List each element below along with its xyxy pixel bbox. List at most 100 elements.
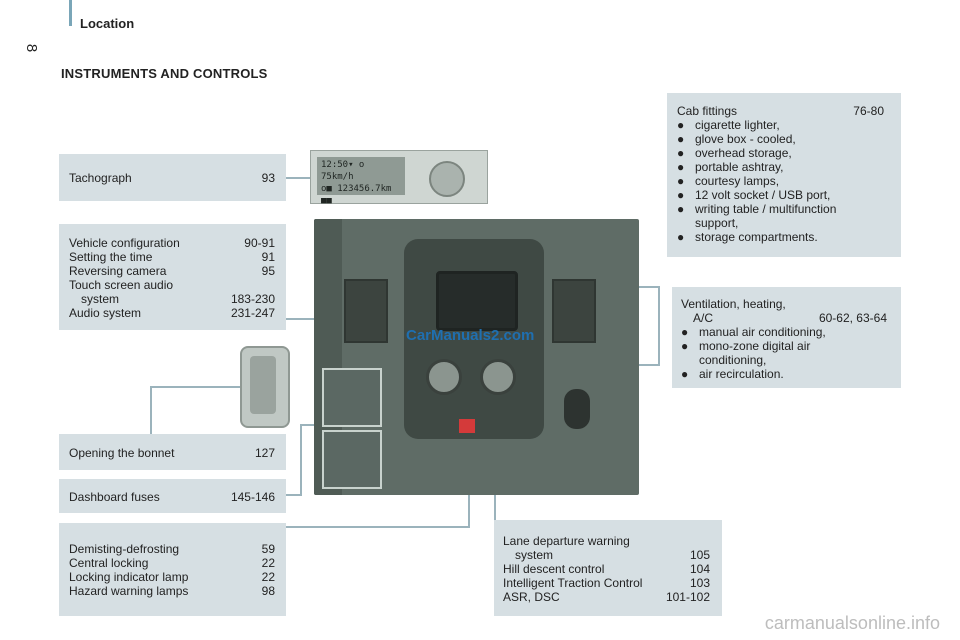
- ref-label: Audio system: [69, 306, 142, 320]
- bullet-text: air recirculation.: [699, 367, 784, 381]
- bullet-dot-icon: ●: [677, 230, 685, 244]
- page-number: 8: [23, 43, 40, 53]
- ref-label: Vehicle configuration: [69, 236, 180, 250]
- bullet-spacer: [677, 216, 695, 230]
- ref-row: Cab fittings 76-80: [677, 104, 884, 118]
- bullet-text: mono-zone digital air: [699, 339, 811, 353]
- ref-page: 183-230: [230, 292, 275, 306]
- bullet-text: manual air conditioning,: [699, 325, 826, 339]
- bullet-dot-icon: ●: [681, 367, 689, 381]
- tachograph-dial-icon: [429, 161, 465, 197]
- tachograph-line-1: 12:50▾ o 75km/h: [321, 160, 365, 182]
- tachograph-display: 12:50▾ o 75km/h o■ 123456.7km ■■: [317, 157, 405, 206]
- ref-label: Central locking: [69, 556, 149, 570]
- ref-page: 22: [261, 556, 275, 570]
- image-watermark: CarManuals2.com: [406, 327, 535, 344]
- bullet-item-continued: conditioning,: [681, 353, 887, 367]
- ref-label: Cab fittings: [677, 104, 738, 118]
- ref-label: Setting the time: [69, 250, 153, 264]
- bullet-text: glove box - cooled,: [695, 132, 796, 146]
- box-cab-fittings: Cab fittings 76-80 ●cigarette lighter, ● g…: [667, 93, 901, 257]
- ref-row: Dashboard fuses 145-146: [69, 490, 275, 504]
- ref-page: 91: [261, 250, 275, 264]
- bullet-dot-icon: ●: [677, 174, 685, 188]
- bullet-text: storage compartments.: [695, 230, 818, 244]
- bullet-item: ● courtesy lamps,: [677, 174, 884, 188]
- bullet-dot-icon: ●: [677, 188, 685, 202]
- ref-label: Locking indicator lamp: [69, 570, 189, 584]
- ref-page: 101-102: [665, 590, 710, 604]
- ref-row: Intelligent Traction Control 103: [503, 576, 710, 590]
- switch-panel-lower: [322, 430, 382, 489]
- ref-page: 98: [261, 584, 275, 598]
- bonnet-handle: [250, 356, 276, 414]
- bullet-item: ●12 volt socket / USB port,: [677, 188, 884, 202]
- right-air-vent: [552, 279, 596, 343]
- ref-label: Demisting-defrosting: [69, 542, 180, 556]
- ref-page: 93: [261, 171, 275, 185]
- ref-page: 231-247: [230, 306, 275, 320]
- ref-page: 59: [261, 542, 275, 556]
- ref-row: Setting the time 91: [69, 250, 275, 264]
- heating-knob-left: [426, 359, 462, 395]
- ref-row: Vehicle configuration 90-91: [69, 236, 275, 250]
- bullet-item: ● glove box - cooled,: [677, 132, 884, 146]
- ref-page: 103: [689, 576, 710, 590]
- hazard-button-icon: [459, 419, 475, 433]
- bullet-item: ●cigarette lighter,: [677, 118, 884, 132]
- bonnet-release-image: [240, 346, 290, 428]
- ref-label: ASR, DSC: [503, 590, 560, 604]
- ref-page: 60-62, 63-64: [818, 311, 887, 325]
- ref-row: Reversing camera 95: [69, 264, 275, 278]
- bullet-item: ● manual air conditioning,: [681, 325, 887, 339]
- bullet-dot-icon: ●: [677, 132, 685, 146]
- tachograph-image: 12:50▾ o 75km/h o■ 123456.7km ■■: [310, 150, 488, 206]
- bullet-item: ●writing table / multifunction: [677, 202, 884, 216]
- ref-row: Lane departure warning: [503, 534, 710, 548]
- ref-page: 104: [689, 562, 710, 576]
- bullet-dot-icon: ●: [681, 325, 689, 339]
- leader-tachograph: [286, 177, 310, 179]
- bullet-dot-icon: ●: [677, 146, 685, 160]
- ref-label: Lane departure warning: [503, 534, 630, 548]
- box-vehicle: Vehicle configuration 90-91 Setting the t…: [59, 224, 286, 330]
- ref-label: Opening the bonnet: [69, 446, 175, 460]
- ref-label: Intelligent Traction Control: [503, 576, 643, 590]
- bullet-text: writing table / multifunction: [695, 202, 837, 216]
- ref-row: Tachograph 93: [69, 171, 275, 185]
- bullet-text: overhead storage,: [695, 146, 792, 160]
- ref-page: 95: [261, 264, 275, 278]
- ref-label: system: [515, 548, 554, 562]
- ventilation-heading: Ventilation, heating,: [681, 297, 786, 311]
- bullet-dot-icon: ●: [681, 339, 689, 353]
- touch-screen: [436, 271, 518, 331]
- box-demisting: Demisting-defrosting 59 Central locking 22…: [59, 523, 286, 616]
- ref-label: system: [81, 292, 120, 306]
- ref-row: Audio system 231-247: [69, 306, 275, 320]
- bullet-text: courtesy lamps,: [695, 174, 780, 188]
- leader-vent-v: [658, 286, 660, 364]
- ref-label: Hazard warning lamps: [69, 584, 189, 598]
- leader-fuses-h2: [300, 424, 324, 426]
- ref-page: 90-91: [244, 236, 275, 250]
- box-tachograph: Tachograph 93: [59, 154, 286, 201]
- bullet-item-continued: support,: [677, 216, 884, 230]
- bullet-item: ● mono-zone digital air: [681, 339, 887, 353]
- bullet-text: portable ashtray,: [695, 160, 784, 174]
- leader-demist-h: [286, 526, 470, 528]
- heating-knob-right: [480, 359, 516, 395]
- ref-row: Central locking 22: [69, 556, 275, 570]
- ref-label: Tachograph: [69, 171, 132, 185]
- ref-page: 76-80: [853, 104, 884, 118]
- bullet-dot-icon: ●: [677, 160, 685, 174]
- ref-label: Reversing camera: [69, 264, 167, 278]
- box-fuses: Dashboard fuses 145-146: [59, 479, 286, 513]
- bullet-text: support,: [695, 216, 739, 230]
- ref-page: 145-146: [230, 490, 275, 504]
- ref-label: Dashboard fuses: [69, 490, 160, 504]
- ref-row: ASR, DSC 101-102: [503, 590, 710, 604]
